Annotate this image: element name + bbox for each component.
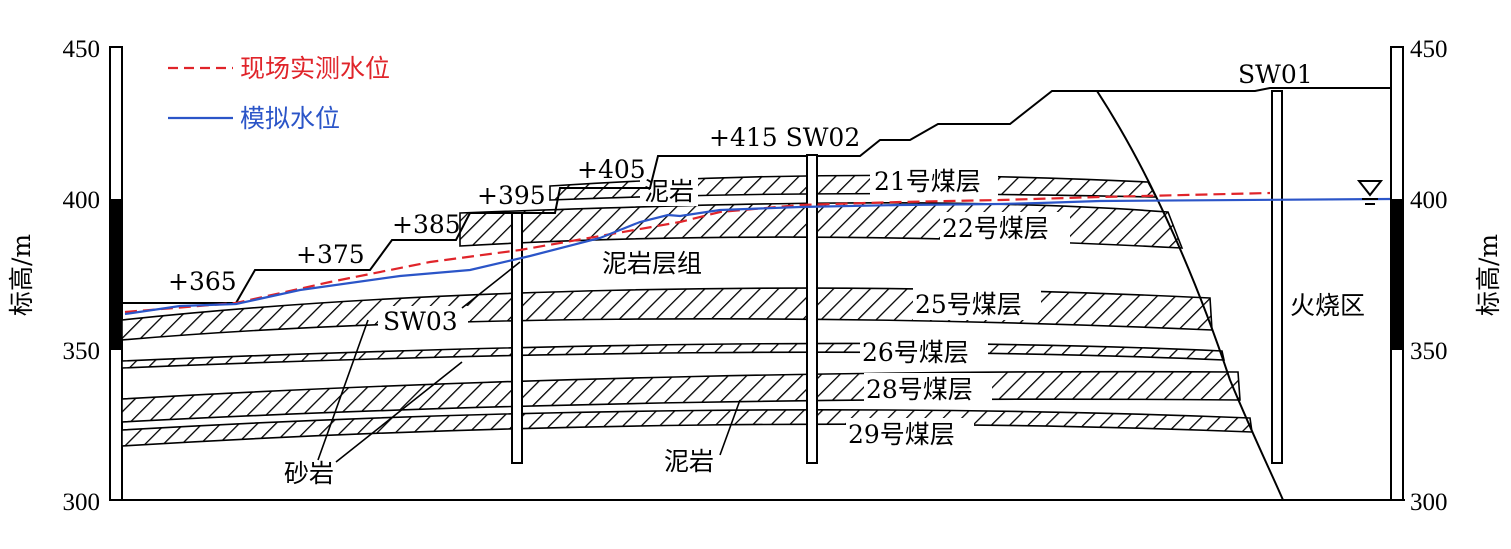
well-sw01 (1271, 90, 1283, 464)
left-tick-400: 400 (63, 187, 101, 214)
label-seam-21: 21号煤层 (874, 167, 981, 196)
left-tick-450: 450 (63, 36, 101, 63)
seam-29 (121, 409, 1253, 447)
elev-375: +375 (296, 240, 365, 269)
right-tick-450: 450 (1410, 36, 1448, 63)
label-seam-26: 26号煤层 (862, 338, 969, 367)
well-label-sw01: SW01 (1238, 60, 1313, 89)
label-seam-25: 25号煤层 (915, 290, 1022, 319)
label-seam-29: 29号煤层 (848, 420, 955, 449)
label-fire-zone: 火烧区 (1290, 291, 1365, 320)
label-seam-28: 28号煤层 (866, 375, 973, 404)
water-table-icon (1356, 180, 1384, 205)
fire-zone-boundary (1096, 90, 1284, 501)
ground-surface (122, 87, 1390, 304)
right-tick-300: 300 (1410, 489, 1448, 516)
legend: 现场实测水位 模拟水位 (168, 54, 390, 133)
label-sandstone: 砂岩 (284, 459, 334, 488)
seam-26 (121, 342, 1226, 369)
right-tick-400: 400 (1410, 187, 1448, 214)
left-tick-300: 300 (63, 489, 101, 516)
leader-lines (317, 261, 741, 463)
right-scale-black-segment (1391, 199, 1403, 350)
label-seam-22: 22号煤层 (942, 214, 1049, 243)
frame (109, 46, 1405, 501)
elevation-labels: +365 +375 +385 +395 +405 +415 SW02 (168, 123, 860, 296)
wells (511, 90, 1283, 464)
well-label-sw03: SW03 (383, 307, 458, 336)
well-sw03 (511, 212, 523, 464)
right-tick-labels: 450 400 350 300 (1410, 36, 1448, 516)
measured-water-level (124, 191, 1271, 314)
legend-measured-label: 现场实测水位 (240, 54, 390, 83)
left-scale-black-segment (110, 199, 122, 350)
legend-simulated-label: 模拟水位 (240, 104, 340, 133)
label-mudstone-group: 泥岩层组 (602, 249, 702, 278)
left-tick-350: 350 (63, 338, 101, 365)
label-backgrounds (378, 165, 1070, 450)
elev-385: +385 (392, 210, 461, 239)
simulated-water-level (124, 197, 1391, 316)
seam-22 (459, 202, 1184, 249)
elev-415-sw02: +415 SW02 (709, 123, 860, 152)
elev-395: +395 (477, 181, 546, 210)
well-sw02 (806, 154, 818, 464)
label-mudstone-top: 泥岩 (644, 177, 694, 206)
strata-labels: 21号煤层 22号煤层 25号煤层 26号煤层 28号煤层 29号煤层 泥岩 泥… (284, 167, 1365, 488)
label-mudstone-bottom: 泥岩 (664, 447, 714, 476)
elev-365: +365 (168, 267, 237, 296)
seam-25 (121, 287, 1213, 341)
right-tick-350: 350 (1410, 338, 1448, 365)
right-axis-label: 标高/m (1474, 234, 1503, 316)
left-tick-labels: 450 400 350 300 (63, 36, 101, 516)
left-axis-label: 标高/m (7, 234, 36, 316)
elev-405: +405 (577, 155, 646, 184)
